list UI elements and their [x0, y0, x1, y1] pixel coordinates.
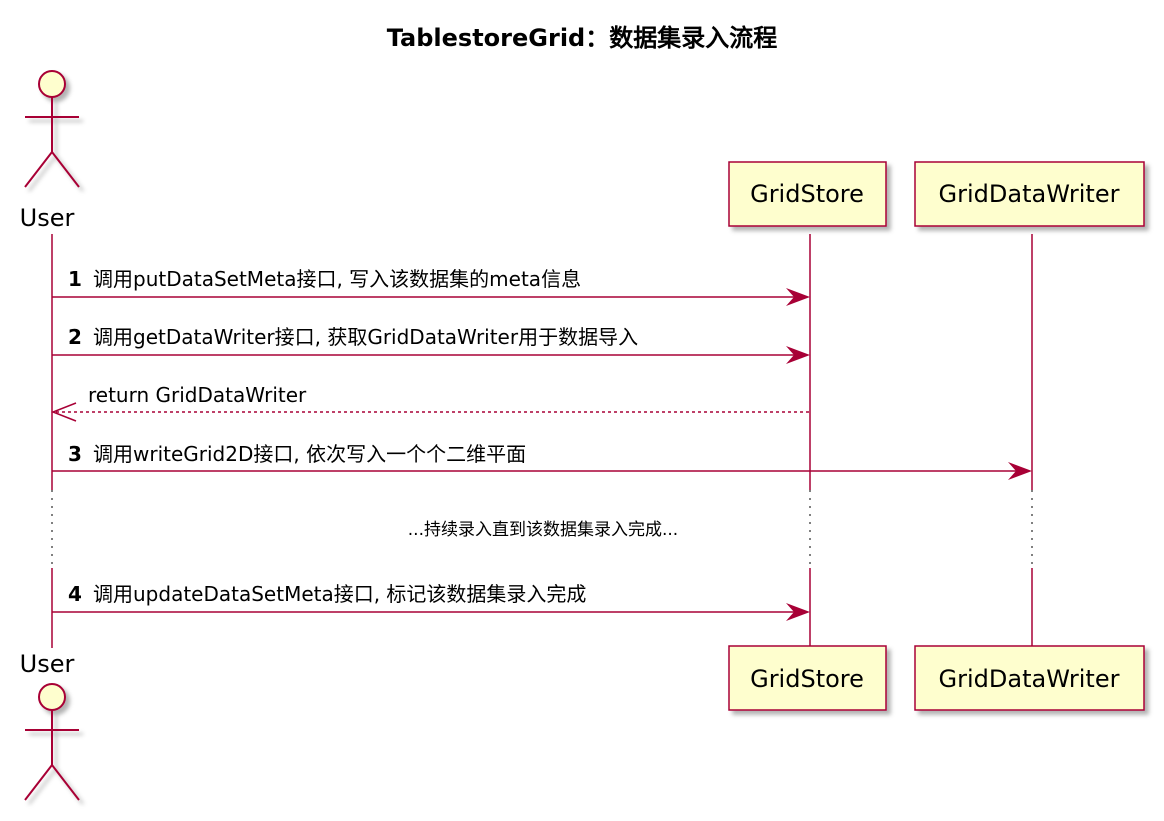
- message-4-text: 调用updateDataSetMeta接口, 标记该数据集录入完成: [93, 582, 586, 606]
- participant-writer-top-label: GridDataWriter: [939, 180, 1120, 208]
- message-4-arrowhead: [786, 603, 810, 621]
- message-3-text: 调用writeGrid2D接口, 依次写入一个个二维平面: [93, 442, 526, 466]
- participant-gridstore-top-label: GridStore: [750, 180, 864, 208]
- participant-gridstore-bottom-label: GridStore: [750, 665, 864, 693]
- actor-user-top-label: User: [20, 204, 75, 232]
- return-message-text: return GridDataWriter: [88, 383, 307, 407]
- participant-writer-bottom-label: GridDataWriter: [939, 665, 1120, 693]
- message-1-text: 调用putDataSetMeta接口, 写入该数据集的meta信息: [93, 267, 581, 291]
- message-3-number: 3: [68, 442, 82, 466]
- message-2-number: 2: [68, 325, 82, 349]
- message-3-arrowhead: [1008, 462, 1032, 480]
- participant-gridstore-bottom-box: [728, 645, 887, 711]
- actor-user-bottom-icon: [24, 683, 80, 801]
- continuation-divider-text: ...持续录入直到该数据集录入完成...: [408, 520, 678, 540]
- actor-user-top-icon: [24, 70, 80, 188]
- participant-writer-bottom-box: [914, 645, 1145, 711]
- message-2-arrowhead: [786, 346, 810, 364]
- message-1-number: 1: [68, 267, 82, 291]
- participant-gridstore-top-box: [728, 161, 887, 227]
- message-4-number: 4: [68, 582, 82, 606]
- return-message-arrowhead: [50, 402, 77, 422]
- actor-user-bottom-label: User: [20, 650, 75, 678]
- participant-writer-top-box: [914, 161, 1145, 227]
- diagram-title: TablestoreGrid：数据集录入流程: [387, 24, 777, 52]
- message-1-arrowhead: [786, 288, 810, 306]
- message-2-text: 调用getDataWriter接口, 获取GridDataWriter用于数据导…: [93, 325, 638, 349]
